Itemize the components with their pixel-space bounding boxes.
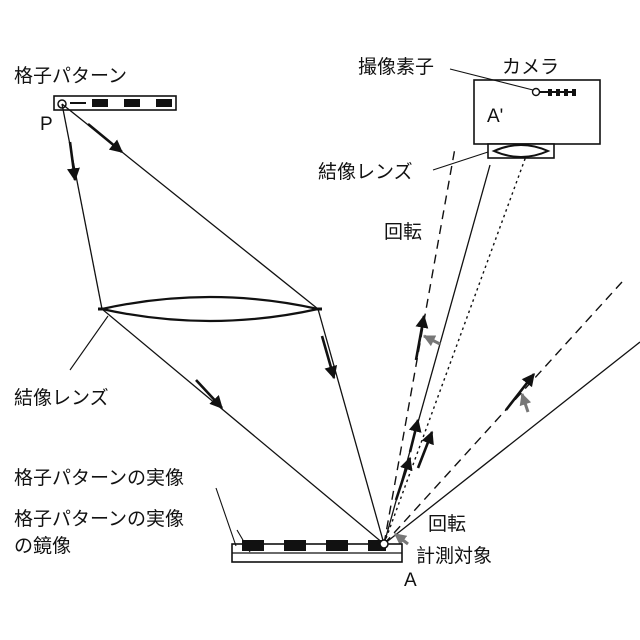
sensor-pixel — [548, 89, 552, 96]
arrow-down-left-ray — [70, 142, 75, 180]
rotation-arrow-target — [395, 534, 408, 544]
label-imaging-sensor: 撮像素子 — [358, 56, 434, 78]
grating-pattern — [54, 96, 176, 110]
sensor-pixel — [556, 89, 560, 96]
real-image-bar — [326, 540, 348, 551]
leader-real-image — [216, 488, 236, 546]
label-rotation-bottom: 回転 — [428, 513, 466, 535]
ray-rotated-solid — [384, 342, 640, 544]
label-point-a-prime: A' — [487, 106, 503, 127]
arrow-rotated-solid — [506, 374, 534, 410]
label-mirror-image-line2: の鏡像 — [14, 535, 71, 557]
arrow-low-2 — [418, 432, 432, 468]
real-image-bar — [242, 540, 264, 551]
arrow-down-right-ray — [88, 124, 122, 152]
real-image-bar — [284, 540, 306, 551]
lens-shape — [102, 297, 318, 321]
sensor-pixel — [564, 89, 568, 96]
sensor-pixel — [572, 89, 576, 96]
ray-p-lens-left — [62, 104, 102, 309]
label-camera: カメラ — [502, 56, 559, 78]
leader-camera-lens — [433, 152, 488, 170]
label-point-a: A — [404, 570, 417, 591]
leader-left-lens — [70, 316, 108, 370]
ray-direction-arrows — [70, 96, 543, 500]
arrow-dashed-upper — [416, 316, 424, 360]
point-a-prime-marker — [533, 89, 540, 96]
arrow-lens-left-a — [196, 380, 222, 408]
label-rotation-top: 回転 — [384, 221, 422, 243]
reference-lines — [384, 118, 622, 544]
arrow-to-camera-mid — [410, 420, 418, 452]
measurement-target — [232, 540, 402, 562]
imaging-lens-left — [98, 297, 322, 321]
rotation-arrow-upper — [424, 336, 440, 344]
dashed-line-lower — [384, 282, 622, 544]
grating-bar — [124, 99, 140, 107]
rotation-arrow-lower — [522, 394, 528, 412]
grating-bar — [92, 99, 108, 107]
label-point-p: P — [40, 114, 53, 135]
label-grating-pattern: 格子パターン — [14, 65, 127, 87]
label-measurement-target: 計測対象 — [416, 545, 492, 567]
ray-lens-right-a — [318, 309, 384, 544]
label-mirror-image-line1: 格子パターンの実像 — [14, 508, 184, 530]
label-real-image: 格子パターンの実像 — [14, 467, 184, 489]
grating-bar — [156, 99, 172, 107]
point-a-marker — [380, 540, 388, 548]
label-imaging-lens-camera: 結像レンズ — [318, 161, 413, 183]
label-imaging-lens-left: 結像レンズ — [14, 387, 109, 409]
